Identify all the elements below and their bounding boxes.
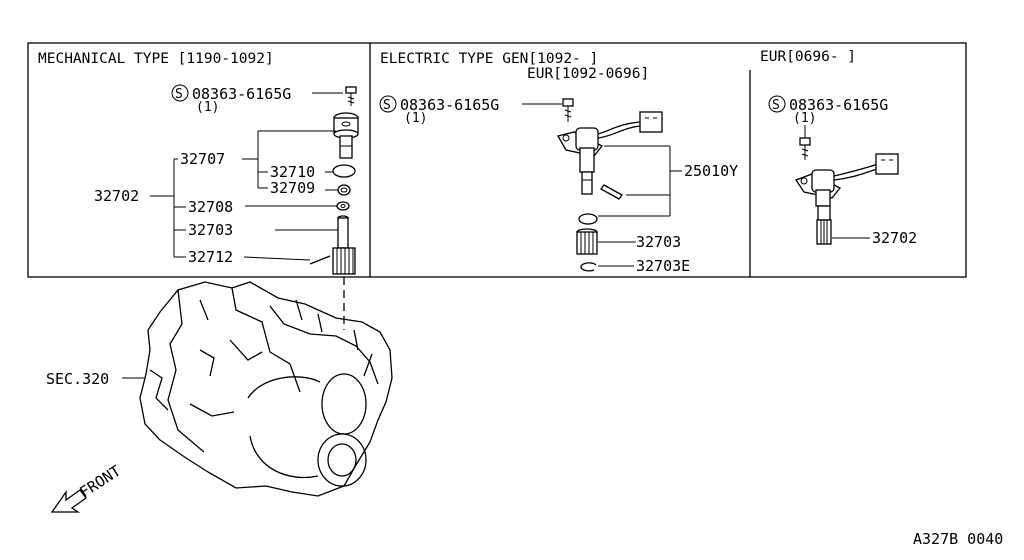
mech-part-32712: 32712: [188, 248, 233, 266]
svg-text:S: S: [772, 98, 780, 113]
transmission-housing-icon: [139, 281, 393, 497]
elec-part-25010y: 25010Y: [684, 162, 738, 180]
drive-gear-icon: [332, 215, 356, 275]
pinion-housing-icon: [333, 112, 359, 159]
eur-bolt-code: 08363-6165G: [789, 96, 888, 114]
pin-icon: [309, 255, 331, 265]
svg-text:S: S: [175, 87, 183, 102]
front-label: FRONT: [76, 462, 124, 502]
mech-part-32702: 32702: [94, 187, 139, 205]
mech-part-32708: 32708: [188, 198, 233, 216]
eur-part-32702: 32702: [872, 229, 917, 247]
o-ring-icon: [332, 164, 356, 178]
bolt-icon: [562, 98, 574, 122]
connector-icon: [639, 111, 663, 133]
eur-header: EUR[0696- ]: [760, 49, 856, 65]
screw-symbol-icon: S: [768, 95, 786, 113]
snap-ring-icon: [580, 262, 597, 272]
screw-symbol-icon: S: [171, 84, 189, 102]
bolt-icon: [345, 86, 357, 106]
elec-part-32703: 32703: [636, 233, 681, 251]
connector-icon: [875, 153, 899, 175]
o-ring-icon: [578, 213, 598, 225]
washer-icon: [336, 201, 350, 211]
elec-bolt-qty: (1): [404, 111, 427, 126]
bolt-icon: [799, 137, 811, 160]
elec-bolt-code: 08363-6165G: [400, 96, 499, 114]
electric-header-line1: ELECTRIC TYPE GEN[1092- ]: [380, 51, 598, 67]
pin-icon: [600, 184, 623, 200]
screw-symbol-icon: S: [379, 95, 397, 113]
front-arrow-icon: [50, 489, 87, 513]
seal-icon: [337, 184, 351, 196]
eur-bolt-qty: (1): [793, 111, 816, 126]
mech-bolt-code: 08363-6165G: [192, 85, 291, 103]
mech-bolt-qty: (1): [196, 100, 219, 115]
mech-part-32709: 32709: [270, 179, 315, 197]
mechanical-header: MECHANICAL TYPE [1190-1092]: [38, 51, 274, 67]
panel-frame: [27, 42, 967, 278]
speed-sensor-icon: [557, 121, 641, 195]
elec-part-32703e: 32703E: [636, 257, 690, 275]
mech-part-32703: 32703: [188, 221, 233, 239]
speed-sensor-icon: [795, 163, 881, 245]
figure-code: A327B 0040: [913, 530, 1003, 548]
section-label: SEC.320: [46, 370, 109, 388]
svg-text:S: S: [383, 98, 391, 113]
mech-part-32707: 32707: [180, 150, 225, 168]
electric-header-line2: EUR[1092-0696]: [527, 66, 649, 82]
mech-part-32710: 32710: [270, 163, 315, 181]
driven-gear-icon: [576, 228, 598, 255]
